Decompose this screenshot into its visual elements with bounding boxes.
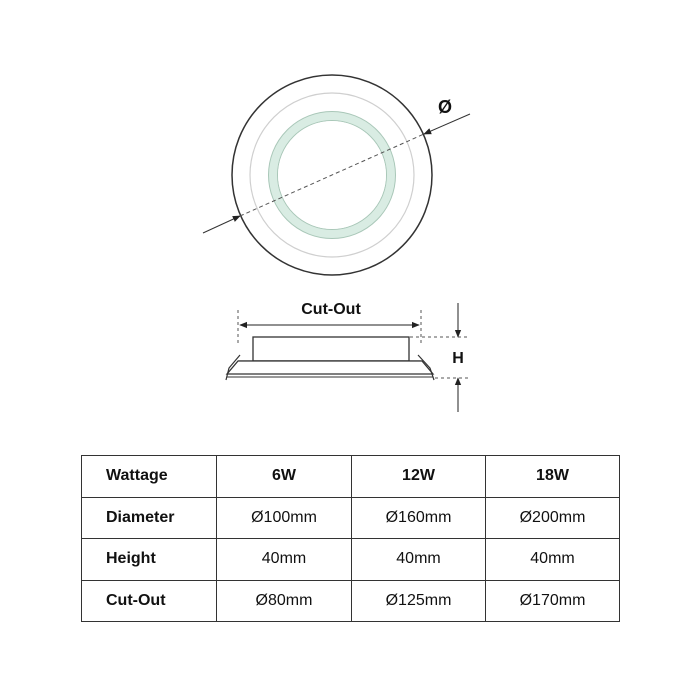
spring-clip-left (225, 354, 241, 381)
product-diagram: Ø Cut-Out H (202, 74, 471, 412)
diameter-line-dashed (239, 133, 425, 217)
row-header-height: Height (81, 538, 217, 581)
cell-cutout-12w: Ø125mm (351, 579, 486, 622)
height-label: H (452, 350, 464, 367)
spring-clip-right (417, 354, 435, 381)
glass-ring-outer-edge (268, 111, 396, 239)
flange-shape (225, 360, 435, 375)
row-header-cutout: Cut-Out (81, 579, 217, 622)
row-header-wattage: Wattage (81, 455, 217, 498)
table-row-height: Height 40mm 40mm 40mm (81, 538, 620, 581)
lamp-body (252, 336, 410, 362)
cutout-label: Cut-Out (301, 301, 361, 318)
cell-cutout-18w: Ø170mm (485, 579, 620, 622)
cell-height-18w: 40mm (485, 538, 620, 581)
spec-table: Wattage 6W 12W 18W Diameter Ø100mm Ø160m… (81, 455, 620, 622)
cell-cutout-6w: Ø80mm (216, 579, 352, 622)
cell-diameter-6w: Ø100mm (216, 496, 352, 539)
cell-height-12w: 40mm (351, 538, 486, 581)
glass-ring (268, 111, 396, 239)
cell-wattage-6w: 6W (216, 455, 352, 498)
row-header-diameter: Diameter (81, 496, 217, 539)
top-view: Ø (202, 74, 471, 276)
table-row-diameter: Diameter Ø100mm Ø160mm Ø200mm (81, 496, 620, 539)
cell-wattage-18w: 18W (485, 455, 620, 498)
cell-diameter-18w: Ø200mm (485, 496, 620, 539)
table-row-cutout: Cut-Out Ø80mm Ø125mm Ø170mm (81, 579, 620, 622)
glass-ring-inner-edge (277, 120, 387, 230)
diameter-extension-right (423, 113, 471, 135)
diameter-extension-left (202, 215, 241, 234)
side-view: Cut-Out H (225, 301, 470, 412)
diameter-symbol: Ø (438, 97, 452, 117)
table-row-wattage: Wattage 6W 12W 18W (81, 455, 620, 498)
cell-height-6w: 40mm (216, 538, 352, 581)
cell-wattage-12w: 12W (351, 455, 486, 498)
cell-diameter-12w: Ø160mm (351, 496, 486, 539)
